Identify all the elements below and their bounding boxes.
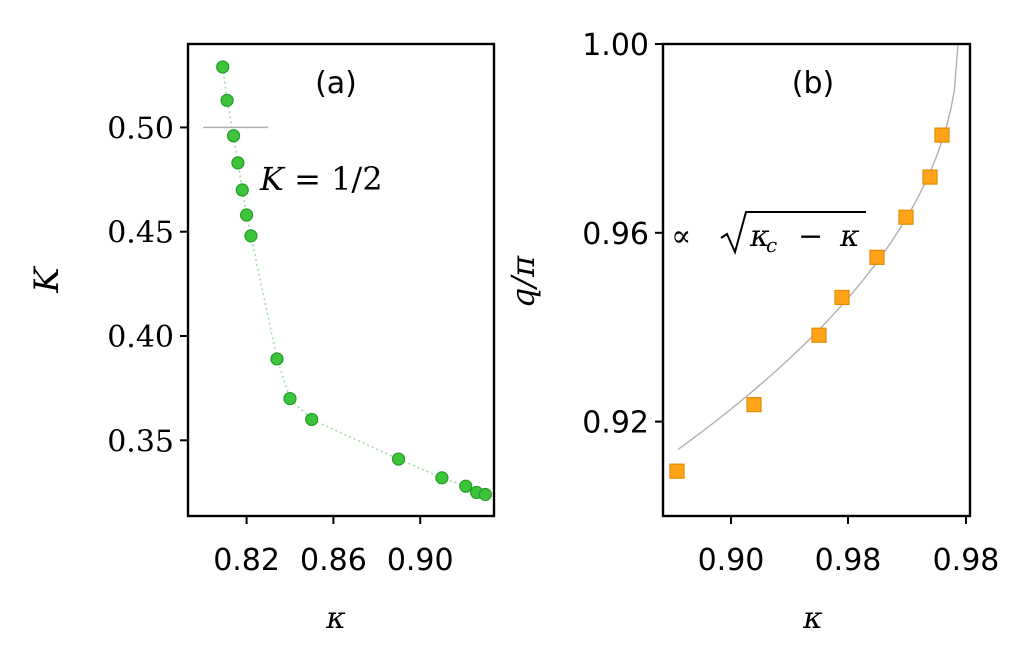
data-point (391, 452, 406, 466)
panel-a-data-line (221, 66, 486, 496)
panel-b-points (669, 127, 950, 479)
annotation-subscript-c: c (766, 233, 777, 257)
data-point (231, 156, 245, 170)
data-point (811, 327, 827, 343)
panel-b-annotation: ∝ κ c − κ (671, 211, 866, 257)
data-point (283, 391, 297, 406)
data-point (869, 249, 885, 265)
data-point (220, 93, 234, 107)
x-tick-label: 0.90 (387, 543, 454, 578)
reference-label-rest: = 1/2 (284, 160, 383, 198)
panel-a-label: (a) (315, 66, 357, 101)
series-line (221, 66, 486, 496)
data-point (305, 412, 319, 427)
x-tick-label: 0.98 (933, 543, 1000, 578)
data-point (669, 463, 685, 479)
y-tick-label: 0.50 (107, 111, 174, 146)
panel-a: 0.82 0.86 0.90 0.35 0.40 0.45 0.50 (a) K = 1/… (27, 42, 496, 636)
data-point (235, 183, 249, 197)
panel-b-y-ticks: 0.92 0.96 1.00 (582, 28, 663, 441)
panel-b-label: (b) (792, 66, 834, 101)
x-tick-label: 0.90 (698, 543, 765, 578)
data-point (216, 60, 230, 74)
panel-a-y-axis-label: K (27, 265, 67, 294)
y-tick-label: 0.96 (582, 217, 649, 252)
x-tick-label: 0.98 (815, 543, 882, 578)
y-tick-label: 0.35 (107, 424, 174, 459)
annotation-proportional-symbol: ∝ (671, 219, 691, 254)
panel-a-points (216, 60, 492, 502)
x-tick-label: 0.82 (213, 543, 280, 578)
panel-b-x-ticks: 0.90 0.98 0.98 (698, 516, 1000, 578)
data-point (922, 169, 938, 185)
panel-b-plot-frame (661, 42, 972, 518)
panel-a-y-ticks: 0.35 0.40 0.45 0.50 (107, 111, 188, 459)
panel-b-x-axis-label: κ (802, 601, 823, 636)
data-point (459, 479, 473, 493)
annotation-minus: − (798, 219, 823, 254)
annotation-kappa: κ (839, 219, 860, 254)
y-tick-label: 0.40 (107, 320, 174, 355)
panel-a-x-ticks: 0.82 0.86 0.90 (213, 516, 454, 578)
data-point (834, 289, 850, 306)
data-point (270, 352, 284, 366)
data-point (898, 209, 914, 225)
panel-a-x-axis-label: κ (325, 601, 346, 636)
data-point (435, 471, 449, 485)
panel-a-plot-frame (186, 42, 496, 518)
y-tick-label: 0.92 (582, 406, 649, 441)
panel-b-y-axis-label: q/π (504, 255, 542, 308)
data-point (239, 208, 254, 222)
annotation-kappa-c: κ (749, 219, 770, 254)
data-point (934, 127, 950, 143)
annotation-sqrt-sign (720, 211, 866, 255)
data-point (478, 487, 492, 502)
panel-a-reference-label: K = 1/2 (259, 160, 383, 198)
x-tick-label: 0.86 (300, 543, 367, 578)
data-point (746, 397, 762, 413)
y-tick-label: 0.45 (107, 216, 174, 251)
data-point (244, 229, 258, 243)
reference-label-k: K (259, 160, 286, 198)
data-point (226, 129, 241, 143)
y-tick-label: 1.00 (582, 28, 649, 63)
